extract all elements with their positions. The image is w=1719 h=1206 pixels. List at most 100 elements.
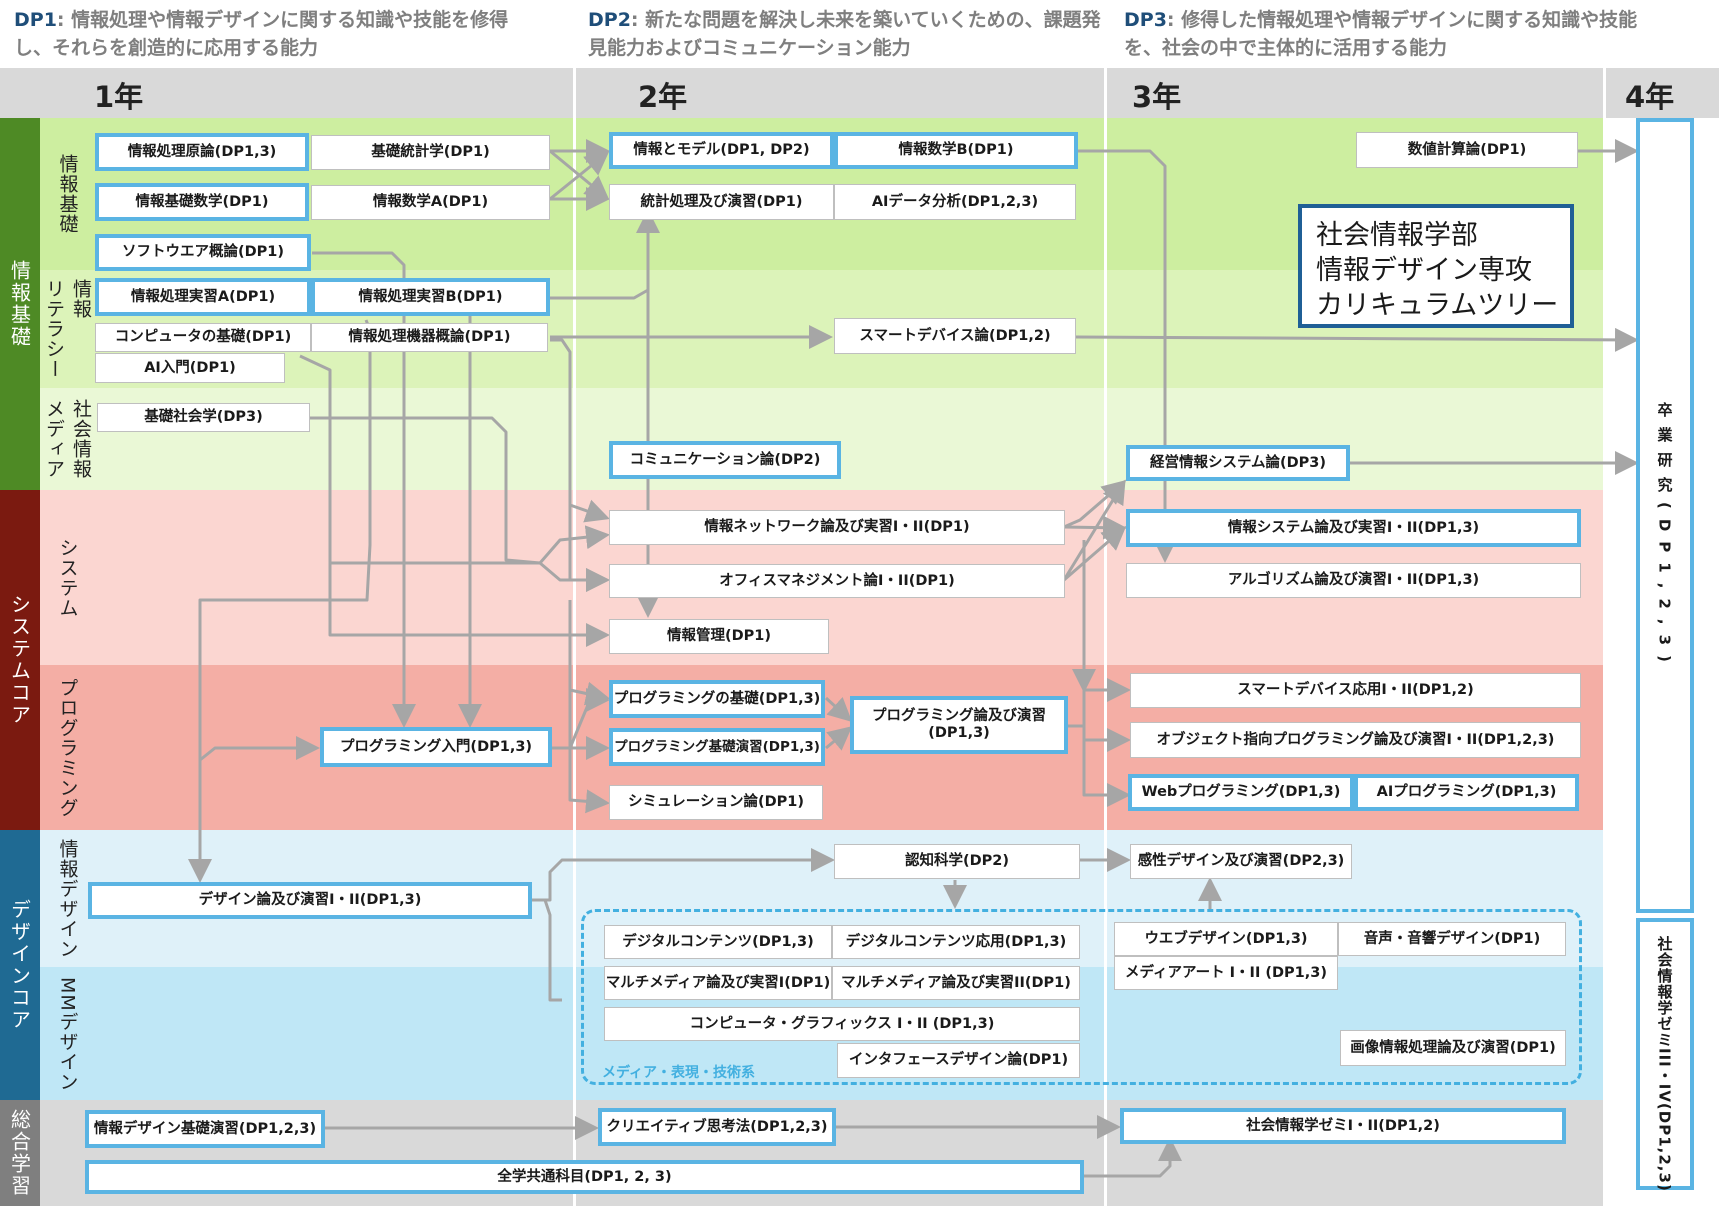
media-group-dashed <box>581 909 1582 1085</box>
arrow-progintro-kiso <box>552 688 610 750</box>
course-c28[interactable]: シミュレーション論(DP1) <box>609 785 823 820</box>
year-1: 1年 <box>94 80 144 114</box>
year-3: 3年 <box>1132 80 1182 114</box>
course-c45[interactable]: 感性デザイン及び演習(DP2,3) <box>1130 844 1352 879</box>
course-c4[interactable]: 情報数学A(DP1) <box>311 185 550 220</box>
arrow-kiso-ron <box>824 696 853 723</box>
course-c12[interactable]: プログラミング入門(DP1,3) <box>320 727 552 767</box>
arrow-software-prog <box>312 251 416 728</box>
course-c44[interactable]: AIプログラミング(DP1,3) <box>1354 774 1579 811</box>
course-c33[interactable]: マルチメディア論及び実習II(DP1) <box>832 966 1080 1000</box>
course-c49[interactable]: 画像情報処理論及び演習(DP1) <box>1340 1030 1566 1066</box>
year-2: 2年 <box>638 80 688 114</box>
course-c6[interactable]: 情報処理実習A(DP1) <box>95 278 311 316</box>
course-c9[interactable]: 情報処理機器概論(DP1) <box>311 323 548 352</box>
course-c10[interactable]: AI入門(DP1) <box>95 353 285 383</box>
course-c2[interactable]: 基礎統計学(DP1) <box>311 135 550 170</box>
arrow-suugakuB-algo <box>1078 149 1177 563</box>
course-c8[interactable]: コンピュータの基礎(DP1) <box>95 323 311 352</box>
arrow-shakai-network <box>310 416 610 565</box>
arrow-shakai-office <box>330 561 610 592</box>
category-design-core: デザインコア <box>0 830 40 1100</box>
course-c48[interactable]: メディアアート I・II (DP1,3) <box>1114 956 1338 990</box>
arrow-design-ninchi <box>532 848 835 902</box>
course-c50[interactable]: 社会情報学ゼミI・II(DP1,2) <box>1120 1108 1566 1144</box>
arrow-office-system <box>1063 526 1127 582</box>
arrow-network-keiei <box>1063 480 1127 529</box>
course-c31[interactable]: デジタルコンテンツ応用(DP1,3) <box>832 925 1080 959</box>
title-line-1: 社会情報学部 <box>1316 220 1478 251</box>
year-header-band <box>0 68 1719 118</box>
course-c22[interactable]: 情報ネットワーク論及び実習I・II(DP1) <box>609 510 1065 545</box>
dp1-header: DP1: 情報処理や情報デザインに関する知識や技能を修得し、それらを創造的に応用… <box>14 9 509 59</box>
course-c23[interactable]: オフィスマネジメント論I・II(DP1) <box>609 564 1065 598</box>
arrow-computer-kanri <box>299 354 610 647</box>
curriculum-title-box: 社会情報学部 情報デザイン専攻 カリキュラムツリー <box>1298 204 1574 328</box>
course-sotsugyo[interactable]: 卒業研究(DP1,2,3) <box>1636 118 1694 913</box>
year-4: 4年 <box>1625 80 1675 114</box>
arrow-kiki-network <box>550 338 610 523</box>
course-c41[interactable]: スマートデバイス応用I・II(DP1,2) <box>1130 673 1581 708</box>
arrow-network-system <box>1063 515 1127 540</box>
arrow-ron-smartapp <box>1068 678 1131 728</box>
course-c40[interactable]: アルゴリズム論及び演習I・II(DP1,3) <box>1126 563 1581 598</box>
arrow-kiki-prog-kiso <box>568 600 610 706</box>
course-c38[interactable]: 経営情報システム論(DP3) <box>1126 445 1350 481</box>
course-c26[interactable]: プログラミング基礎演習(DP1,3) <box>609 728 825 766</box>
course-c43[interactable]: Webプログラミング(DP1,3) <box>1128 774 1354 811</box>
arrow-jisshuB-prog <box>445 296 482 728</box>
course-c32[interactable]: マルチメディア論及び実習I(DP1) <box>604 966 832 1000</box>
title-line-3: カリキュラムツリー <box>1316 290 1559 321</box>
course-c5[interactable]: ソフトウエア概論(DP1) <box>95 234 311 271</box>
course-c47[interactable]: 音声・音響デザイン(DP1) <box>1338 922 1566 956</box>
course-c16[interactable]: 情報とモデル(DP1, DP2) <box>609 132 834 169</box>
category-sogo: 総合学習 <box>0 1100 40 1206</box>
course-c3[interactable]: 情報基礎数学(DP1) <box>95 183 309 221</box>
course-c27[interactable]: プログラミング論及び演習 (DP1,3) <box>850 696 1068 754</box>
arrow-suugaku-model <box>549 151 610 201</box>
course-c29[interactable]: 認知科学(DP2) <box>834 844 1080 879</box>
media-group-label: メディア・表現・技術系 <box>602 1065 756 1081</box>
course-c17[interactable]: 情報数学B(DP1) <box>834 132 1078 169</box>
category-system-core: システムコア <box>0 490 40 830</box>
subcat-media: 社会情報 メディア <box>43 399 92 479</box>
course-c37[interactable]: 数値計算論(DP1) <box>1356 132 1578 168</box>
course-c30[interactable]: デジタルコンテンツ(DP1,3) <box>604 925 832 959</box>
title-line-2: 情報デザイン専攻 <box>1316 255 1532 286</box>
subcat-programming: プログラミング <box>56 678 79 818</box>
course-c7[interactable]: 情報処理実習B(DP1) <box>311 278 550 316</box>
year-separator-1 <box>573 68 576 1206</box>
arrow-ron-oop <box>1068 724 1131 752</box>
course-c34[interactable]: コンピュータ・グラフィックス I・II (DP1,3) <box>604 1007 1080 1041</box>
course-zemi34[interactable]: 社会情報学ゼミIII・IV(DP1,2,3) <box>1636 918 1694 1192</box>
course-c13[interactable]: デザイン論及び演習I・II(DP1,3) <box>88 882 532 919</box>
course-c36[interactable]: クリエイティブ思考法(DP1,2,3) <box>598 1108 836 1146</box>
subcat-system: システム <box>56 538 79 618</box>
course-c35[interactable]: インタフェースデザイン論(DP1) <box>837 1043 1080 1078</box>
course-c19[interactable]: AIデータ分析(DP1,2,3) <box>834 184 1076 220</box>
arrow-jisshuB-stat <box>550 209 660 300</box>
arrow-smart-4 <box>1075 327 1639 352</box>
course-c15[interactable]: 全学共通科目(DP1, 2, 3) <box>85 1160 1084 1194</box>
course-c46[interactable]: ウエブデザイン(DP1,3) <box>1114 922 1338 956</box>
course-c14[interactable]: 情報デザイン基礎演習(DP1,2,3) <box>85 1110 325 1148</box>
course-c18[interactable]: 統計処理及び演習(DP1) <box>609 184 834 220</box>
category-kiso: 情報基礎 <box>0 118 40 490</box>
arrow-kiki-sim <box>568 690 610 814</box>
course-c21[interactable]: コミュニケーション論(DP2) <box>609 441 841 479</box>
course-c11[interactable]: 基礎社会学(DP3) <box>97 403 310 432</box>
course-c1[interactable]: 情報処理原論(DP1,3) <box>95 133 309 171</box>
arrow-kyotsu-zemi <box>1084 1137 1182 1178</box>
subcat-literacy: 情報 リテラシー <box>43 279 92 379</box>
arrow-office-keiei <box>1062 479 1126 581</box>
course-c42[interactable]: オブジェクト指向プログラミング論及び演習I・II(DP1,2,3) <box>1130 722 1581 758</box>
arrow-design-prog <box>198 736 320 880</box>
subcat-joho-kiso: 情報基礎 <box>56 154 79 234</box>
arrow-design-media <box>532 898 562 1002</box>
year-separator-3 <box>1603 68 1606 1206</box>
course-c24[interactable]: 情報管理(DP1) <box>609 619 829 654</box>
course-c39[interactable]: 情報システム論及び実習I・II(DP1,3) <box>1126 509 1581 547</box>
course-c25[interactable]: プログラミングの基礎(DP1,3) <box>609 680 825 718</box>
course-c20[interactable]: スマートデバイス論(DP1,2) <box>834 318 1076 354</box>
